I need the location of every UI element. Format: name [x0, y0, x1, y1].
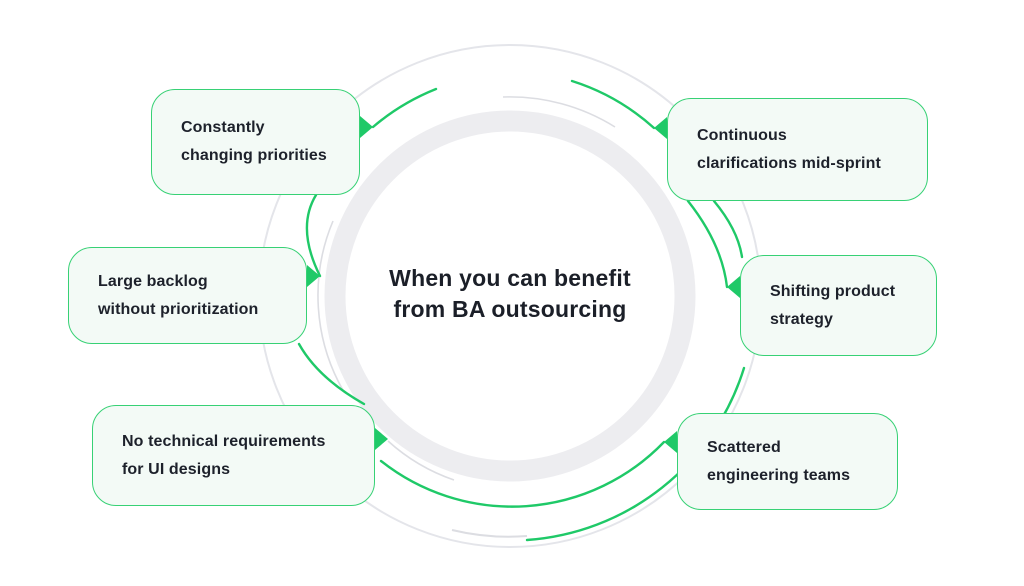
connector-arc-to-box4 [570, 79, 656, 130]
box-label-line: strategy [770, 310, 834, 328]
connector-arc-right-bottom-sweep [525, 366, 746, 542]
box-label-line: Shifting product [770, 282, 896, 300]
decorative-arc-gray-left [317, 220, 345, 393]
connector-arc-box2-to-box3 [297, 342, 366, 406]
decorative-arc-gray-top [502, 96, 616, 128]
decorative-arc-gray-bottom-left [387, 440, 455, 481]
connector-arc-bottom-to-box6 [379, 440, 666, 508]
box-label-line: Constantly [181, 119, 265, 136]
arrow-icon-box4 [654, 117, 667, 139]
arrow-icon-box5 [727, 276, 740, 298]
box-label-line: Continuous [697, 126, 787, 144]
box-label-line: changing priorities [181, 147, 327, 164]
connector-arc-box1-to-box2 [305, 193, 322, 278]
box-shifting-product-strategy: Shifting product strategy [740, 255, 937, 356]
box-label-line: Large backlog [98, 272, 208, 290]
diagram-title-line1: When you can benefit [389, 265, 631, 291]
connector-arc-box4-to-box5 [686, 199, 729, 289]
box-label-line: engineering teams [707, 466, 851, 484]
box-no-technical-requirements: No technical requirements for UI designs [92, 405, 375, 506]
arrow-icon-box3 [375, 428, 388, 450]
box-label-line: Scattered [707, 438, 781, 456]
inner-ring [324, 110, 696, 482]
arrow-icon-box2 [307, 265, 320, 287]
decorative-arc-gray-bottom [451, 529, 528, 538]
box-continuous-clarifications: Continuous clarifications mid-sprint [667, 98, 928, 201]
box-large-backlog: Large backlog without prioritization [68, 247, 307, 344]
box-constantly-changing-priorities: Constantly changing priorities [151, 89, 360, 195]
box-label-line: No technical requirements [122, 432, 326, 450]
arrow-icon-box1 [360, 116, 373, 138]
box-label-line: without prioritization [98, 300, 259, 318]
arrow-icon-box6 [664, 431, 677, 453]
connector-arc-to-box1 [371, 87, 438, 129]
connector-arc-box4-to-box5-short [712, 199, 744, 259]
diagram-title-line2: from BA outsourcing [393, 296, 627, 322]
box-label-line: clarifications mid-sprint [697, 154, 881, 172]
box-scattered-engineering-teams: Scattered engineering teams [677, 413, 898, 510]
box-label-line: for UI designs [122, 460, 231, 478]
diagram-title: When you can benefit from BA outsourcing [350, 263, 670, 325]
